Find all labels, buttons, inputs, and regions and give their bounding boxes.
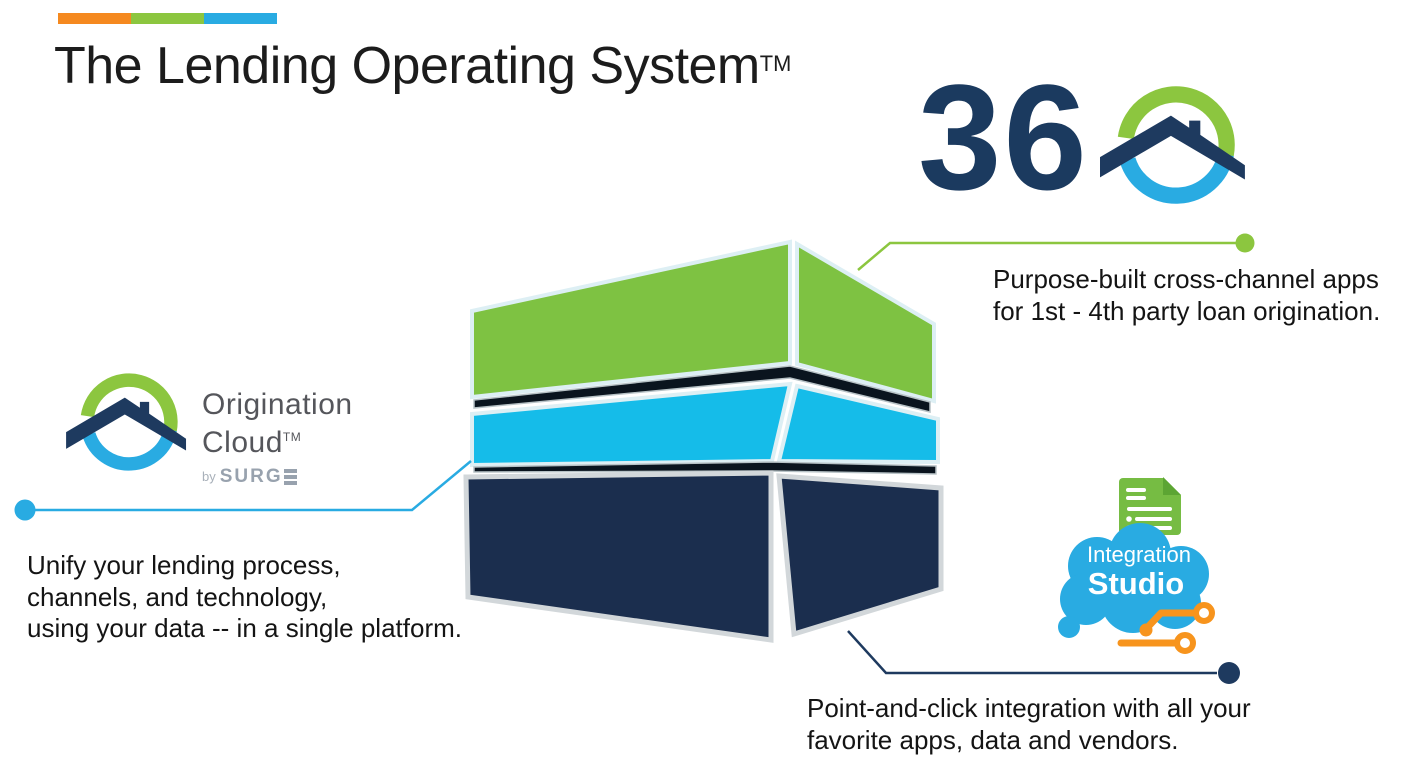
origination-cloud-wordmark: Origination CloudTM by SURG	[202, 388, 353, 488]
circuit-node-ring	[1174, 632, 1196, 654]
logo-360-house-icon	[1100, 94, 1245, 195]
stack-platform-layer-side	[776, 383, 940, 465]
document-bullet	[1126, 516, 1132, 522]
accent-bar-blue	[204, 13, 277, 24]
stack-apps-layer-underside	[473, 365, 931, 413]
connector-line-navy	[847, 630, 1217, 675]
by-surge: by SURG	[202, 466, 353, 488]
origination-cloud-line1: Origination	[202, 388, 353, 421]
callout-apps: Purpose-built cross-channel apps for 1st…	[993, 263, 1380, 327]
circuit-node-dot	[1139, 623, 1153, 637]
connector-dot-navy	[1218, 662, 1240, 684]
stack-apps-layer-front	[470, 239, 792, 400]
origination-cloud-line2: CloudTM	[202, 421, 353, 459]
callout-apps-line2: for 1st - 4th party loan origination.	[993, 296, 1381, 326]
lending-stack	[463, 239, 944, 643]
stack-data-layer-front	[463, 470, 774, 643]
callout-platform-line2: channels, and technology,	[27, 581, 328, 612]
callout-integration-line1: Point-and-click integration with all you…	[807, 693, 1251, 723]
callout-platform-line3: using your data -- in a single platform.	[27, 613, 462, 643]
origination-cloud-line2-text: Cloud	[202, 425, 283, 459]
stack-apps-layer-side	[795, 240, 936, 404]
page-title: The Lending Operating SystemTM	[54, 36, 791, 96]
connector-line-green	[857, 241, 1236, 271]
trademark-superscript: TM	[759, 51, 792, 76]
callout-apps-line1: Purpose-built cross-channel apps	[993, 264, 1379, 294]
stack-platform-layer-underside	[473, 461, 937, 475]
integration-studio-line2: Studio	[1088, 566, 1184, 601]
surge-stylized-e	[283, 469, 297, 485]
surge-brand: SURG	[219, 465, 283, 487]
callout-platform-line1: Unify your lending process,	[27, 550, 341, 580]
accent-bar-orange	[58, 13, 131, 24]
accent-bars	[58, 13, 277, 24]
cloud-icon	[1058, 523, 1209, 638]
integration-studio-line1: Integration	[1087, 542, 1191, 567]
origination-cloud-house-icon	[66, 380, 186, 464]
callout-platform: Unify your lending process, channels, an…	[27, 550, 462, 645]
stack-platform-layer-front	[470, 381, 793, 468]
integration-studio-logo: Integration Studio	[1058, 477, 1215, 654]
connector-line-blue	[25, 460, 472, 512]
trademark-superscript: TM	[282, 430, 302, 444]
callout-integration: Point-and-click integration with all you…	[807, 693, 1251, 756]
connector-dot-green	[1235, 233, 1255, 253]
stack-data-layer-side	[776, 473, 944, 638]
callout-integration-line2: favorite apps, data and vendors.	[807, 724, 1179, 755]
circuit-icon	[1117, 609, 1197, 647]
accent-bar-green	[131, 13, 204, 24]
page-title-text: The Lending Operating System	[54, 37, 760, 95]
document-corner-fold	[1163, 477, 1181, 495]
by-label: by	[202, 469, 216, 485]
connector-dot-blue	[14, 499, 36, 521]
logo-360-number: 36	[918, 53, 1089, 221]
circuit-node-ring	[1193, 602, 1215, 624]
